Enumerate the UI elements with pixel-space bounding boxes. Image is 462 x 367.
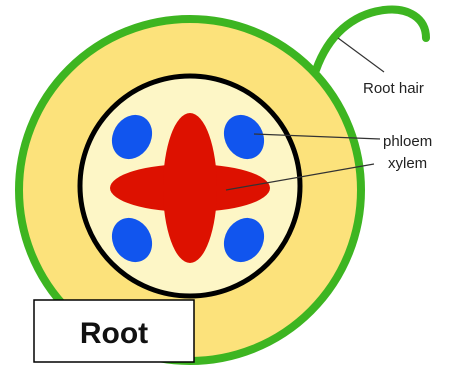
phloem-label: phloem [383,133,432,150]
root-hair-leader-line [338,38,384,72]
root-hair-label: Root hair [363,80,424,97]
xylem-label: xylem [388,155,427,172]
xylem-arm-vertical [163,113,217,263]
title-label: Root [80,317,148,350]
root-hair [316,10,426,70]
